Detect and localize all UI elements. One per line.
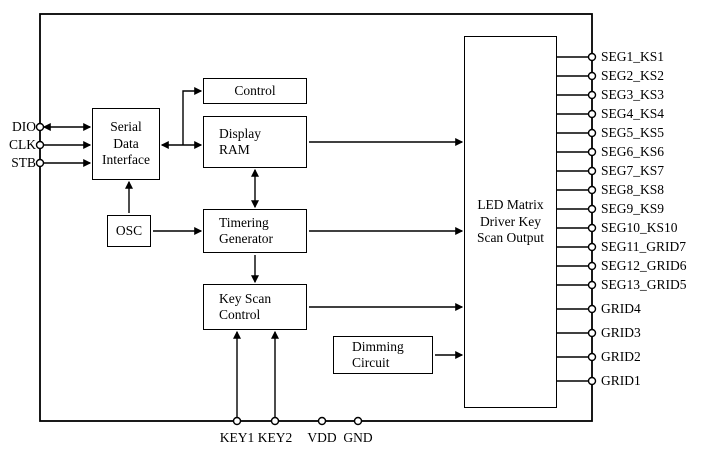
sdi-control-wire — [182, 87, 203, 145]
pin-label-seg11-grid7: SEG11_GRID7 — [601, 239, 687, 254]
key2-terminal — [270, 416, 280, 426]
pin-terminal — [587, 204, 597, 214]
pin-label-seg13-grid5: SEG13_GRID5 — [601, 277, 687, 292]
pin-label-seg12-grid6: SEG12_GRID6 — [601, 258, 687, 273]
pin-terminal — [587, 261, 597, 271]
pin-terminal — [587, 242, 597, 252]
pin-label-vdd: VDD — [307, 430, 337, 445]
pin-label-gnd: GND — [343, 430, 373, 445]
block-label: Control — [234, 82, 276, 98]
led-matrix-driver-block: LED Matrix Driver Key Scan Output — [464, 36, 557, 408]
pin-label-seg7-ks7: SEG7_KS7 — [601, 163, 665, 178]
vdd-terminal — [317, 416, 327, 426]
pin-terminal — [587, 304, 597, 314]
key1-terminal — [232, 416, 242, 426]
block-label: Display RAM — [219, 125, 261, 158]
clk-terminal — [35, 140, 45, 150]
dio-terminal — [35, 122, 45, 132]
pin-label-grid4: GRID4 — [601, 301, 641, 316]
pin-label-grid3: GRID3 — [601, 325, 641, 340]
block-label: Dimming Circuit — [352, 338, 404, 371]
pin-label-seg8-ks8: SEG8_KS8 — [601, 182, 665, 197]
block-label: OSC — [115, 222, 143, 238]
pin-terminal — [587, 376, 597, 386]
pin-label-seg10-ks10: SEG10_KS10 — [601, 220, 678, 235]
pin-label-seg1-ks1: SEG1_KS1 — [601, 49, 665, 64]
pin-label-seg6-ks6: SEG6_KS6 — [601, 144, 665, 159]
pin-label-key2: KEY2 — [257, 430, 293, 445]
pin-terminal — [587, 147, 597, 157]
pin-label-grid1: GRID1 — [601, 373, 641, 388]
stb-terminal — [35, 158, 45, 168]
pin-terminal — [587, 185, 597, 195]
block-label: Serial Data Interface — [102, 119, 150, 168]
display-ram-block: Display RAM — [203, 116, 307, 168]
pin-label-clk: CLK — [9, 137, 36, 152]
pin-label-seg3-ks3: SEG3_KS3 — [601, 87, 665, 102]
pin-label-seg5-ks5: SEG5_KS5 — [601, 125, 665, 140]
right-pin-wires — [557, 56, 588, 382]
key-scan-control-block: Key Scan Control — [203, 284, 307, 330]
pin-label-seg9-ks9: SEG9_KS9 — [601, 201, 665, 216]
pin-label-stb: STB — [11, 155, 36, 170]
pin-label-seg2-ks2: SEG2_KS2 — [601, 68, 665, 83]
chip-boundary — [39, 13, 593, 422]
dimming-circuit-block: Dimming Circuit — [333, 336, 433, 374]
pin-label-dio: DIO — [12, 119, 36, 134]
pin-terminal — [587, 90, 597, 100]
pin-label-grid2: GRID2 — [601, 349, 641, 364]
pin-terminals — [35, 52, 597, 426]
block-label: LED Matrix Driver Key Scan Output — [476, 197, 545, 246]
serial-data-interface-block: Serial Data Interface — [92, 108, 160, 180]
pin-terminal — [587, 223, 597, 233]
pin-terminal — [587, 109, 597, 119]
timering-generator-block: Timering Generator — [203, 209, 307, 253]
pin-terminal — [587, 352, 597, 362]
pin-terminal — [587, 328, 597, 338]
block-label: Key Scan Control — [219, 290, 272, 323]
pin-terminal — [587, 71, 597, 81]
pin-terminal — [587, 128, 597, 138]
gnd-terminal — [353, 416, 363, 426]
block-label: Timering Generator — [219, 214, 273, 247]
pin-terminal — [587, 280, 597, 290]
osc-block: OSC — [107, 215, 151, 247]
pin-terminal — [587, 166, 597, 176]
pin-label-key1: KEY1 — [219, 430, 255, 445]
control-block: Control — [203, 78, 307, 104]
pin-label-seg4-ks4: SEG4_KS4 — [601, 106, 665, 121]
pin-terminal — [587, 52, 597, 62]
